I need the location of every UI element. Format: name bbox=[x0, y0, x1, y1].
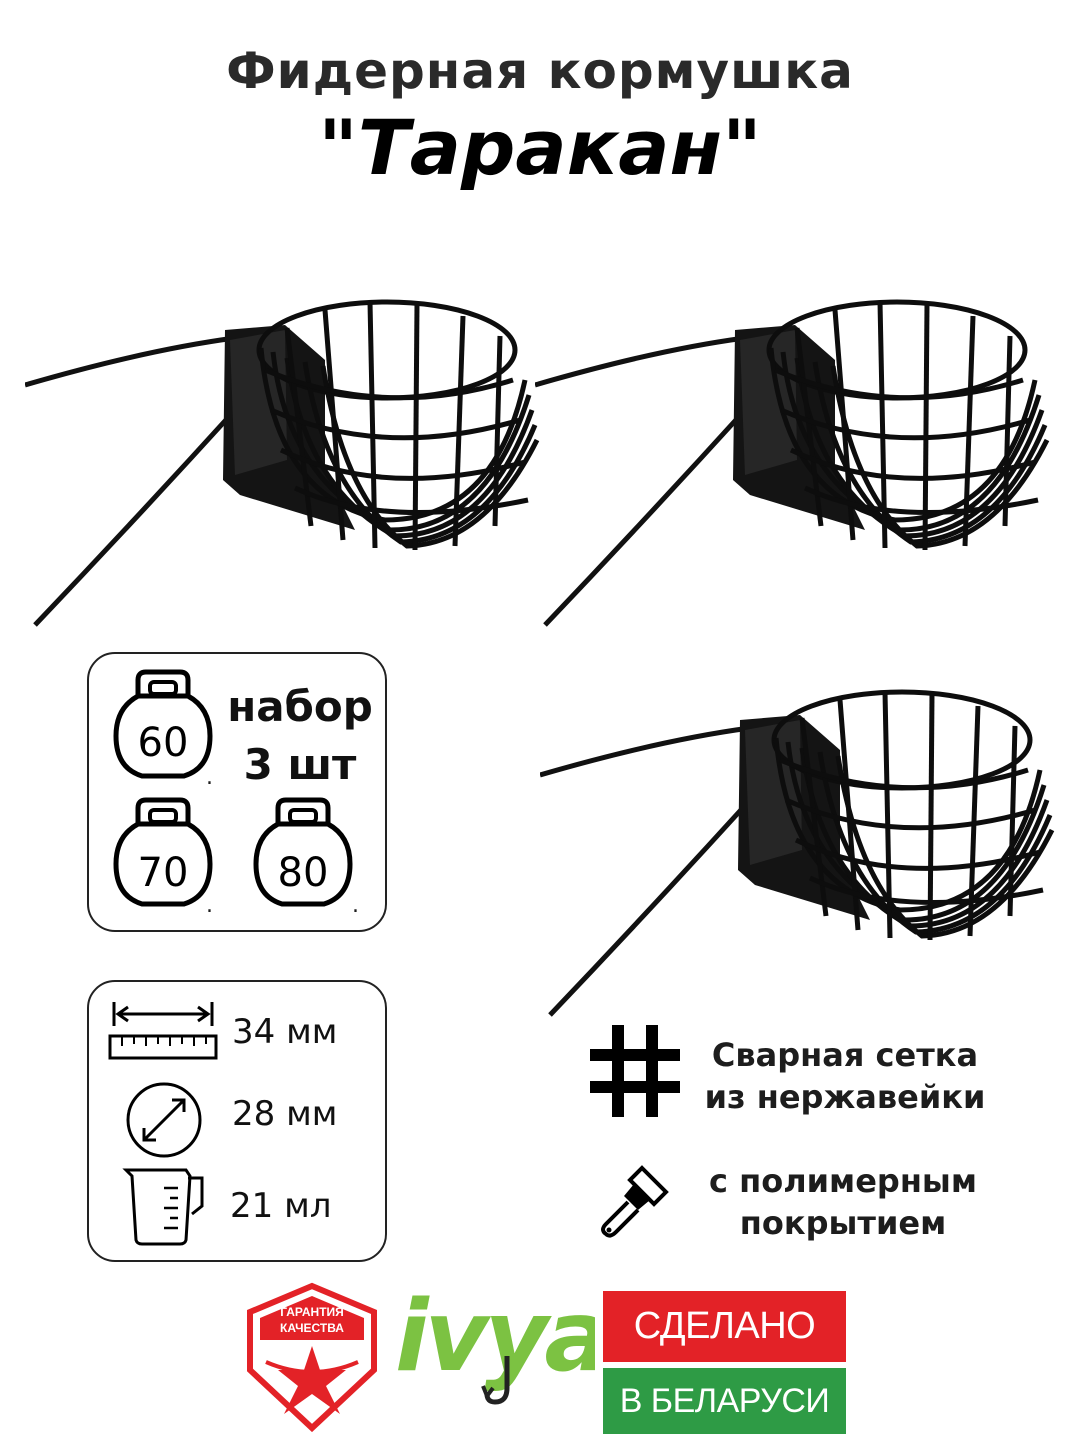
feature-mesh-text: Сварная сетка из нержавейки bbox=[680, 1034, 1010, 1118]
feature-mesh-line1: Сварная сетка bbox=[711, 1036, 979, 1074]
svg-text:ivya: ivya bbox=[395, 1280, 595, 1394]
feeder-image-1 bbox=[25, 230, 545, 630]
svg-text:80: 80 bbox=[278, 850, 329, 896]
feature-coating-line1: с полимерным bbox=[708, 1162, 978, 1200]
volume-value: 21 мл bbox=[230, 1186, 332, 1226]
feature-mesh-line2: из нержавейки bbox=[704, 1078, 986, 1116]
belarus-badge: В БЕЛАРУСИ bbox=[603, 1368, 846, 1434]
svg-text:70: 70 bbox=[138, 850, 189, 896]
ruler-icon bbox=[108, 1002, 218, 1060]
unit-dot: . bbox=[206, 893, 213, 918]
length-value: 34 мм bbox=[232, 1012, 338, 1052]
brand-logo: ivya bbox=[395, 1280, 595, 1405]
svg-text:60: 60 bbox=[138, 720, 189, 766]
feeder-image-3 bbox=[540, 620, 1060, 1020]
made-in-badge: СДЕЛАНО bbox=[603, 1291, 846, 1362]
feeder-image-2 bbox=[535, 230, 1055, 630]
set-label: набор 3 шт bbox=[220, 678, 380, 794]
product-name: "Таракан" bbox=[318, 103, 762, 192]
weight-70-icon: 70 bbox=[113, 797, 213, 907]
unit-dot: . bbox=[352, 893, 359, 918]
page-title: Фидерная кормушка bbox=[226, 42, 854, 100]
svg-text:КАЧЕСТВА: КАЧЕСТВА bbox=[280, 1321, 344, 1335]
measuring-cup-icon bbox=[122, 1168, 204, 1246]
set-label-line1: набор bbox=[227, 682, 373, 731]
quality-mark-badge: ГАРАНТИЯ КАЧЕСТВА bbox=[247, 1282, 377, 1432]
unit-dot: . bbox=[206, 765, 213, 790]
weight-80-icon: 80 bbox=[253, 797, 353, 907]
paintbrush-icon bbox=[601, 1165, 669, 1238]
set-label-line2: 3 шт bbox=[243, 740, 357, 789]
diameter-value: 28 мм bbox=[232, 1094, 338, 1134]
dimensions-box bbox=[87, 980, 387, 1262]
weight-60-icon: 60 bbox=[113, 669, 213, 779]
grid-icon bbox=[590, 1025, 680, 1117]
feature-coating-text: с полимерным покрытием bbox=[678, 1160, 1008, 1244]
feature-coating-line2: покрытием bbox=[739, 1204, 947, 1242]
svg-text:ГАРАНТИЯ: ГАРАНТИЯ bbox=[280, 1305, 344, 1319]
diameter-icon bbox=[126, 1082, 202, 1158]
